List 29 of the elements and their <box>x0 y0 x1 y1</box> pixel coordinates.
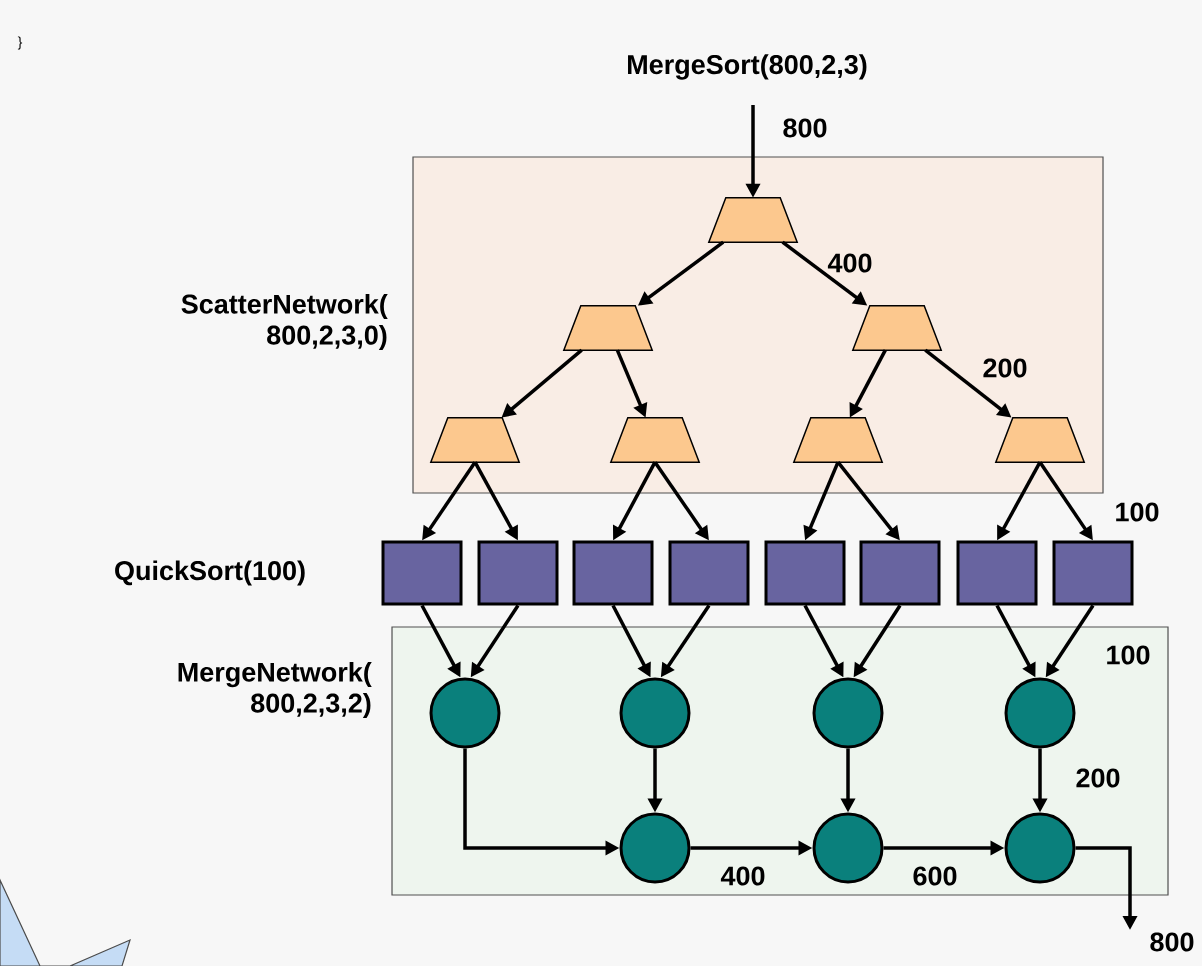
sort-box <box>764 540 846 606</box>
sort-box <box>572 540 654 606</box>
group-label: MergeNetwork( 800,2,3,2) <box>178 661 372 719</box>
merge-circle <box>619 812 691 884</box>
brace-character: } <box>17 36 23 50</box>
merge-circle <box>1004 677 1076 749</box>
sort-box <box>956 540 1038 606</box>
sort-box <box>477 540 559 606</box>
edge-label: 800 <box>783 118 827 138</box>
edge-label: 200 <box>1076 768 1120 788</box>
merge-circle <box>1004 812 1076 884</box>
group-label: ScatterNetwork( 800,2,3,0) <box>181 293 388 351</box>
sort-box <box>381 540 463 606</box>
edge-label: 400 <box>720 866 765 886</box>
edge-label: 100 <box>1107 645 1150 665</box>
merge-circle <box>812 812 884 884</box>
merge-circle <box>429 677 501 749</box>
sort-box <box>668 540 750 606</box>
title: MergeSort(800,2,3) <box>628 54 867 80</box>
edge-label: 200 <box>983 358 1027 378</box>
sort-box <box>1052 540 1134 606</box>
sort-box <box>859 540 941 606</box>
edge-label: 600 <box>913 866 957 886</box>
merge-circle <box>812 677 884 749</box>
edge-label: 800 <box>1150 932 1194 952</box>
row-label: QuickSort(100) <box>115 560 305 586</box>
edge-label: 100 <box>1116 502 1159 522</box>
merge-circle <box>619 677 691 749</box>
edge-label: 400 <box>827 253 872 273</box>
